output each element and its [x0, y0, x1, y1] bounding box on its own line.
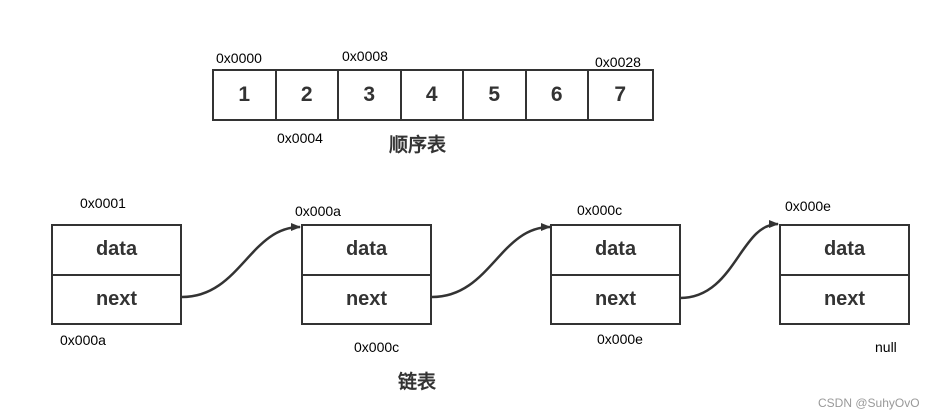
array-cell: 4 [402, 71, 464, 119]
address-label-cell-2: 0x0004 [277, 130, 323, 146]
node-data-field: data [53, 226, 180, 276]
watermark: CSDN @SuhyOvO [818, 396, 920, 410]
array-cell: 6 [527, 71, 589, 119]
linked-list-node-3: data next [550, 224, 681, 325]
node-next-field: next [95, 287, 138, 310]
node-3-next-value: 0x000e [597, 331, 643, 347]
linked-list-node-1: data next [51, 224, 182, 325]
node-2-address: 0x000a [295, 203, 341, 219]
array-cell: 3 [339, 71, 402, 119]
address-label-cell-1: 0x0000 [216, 50, 262, 66]
node-4-next-value: null [875, 339, 897, 355]
node-2-next-value: 0x000c [354, 339, 400, 355]
array-cell: 5 [464, 71, 527, 119]
node-data-field: data [781, 226, 908, 276]
node-1-address: 0x0001 [80, 195, 126, 211]
node-next-field: next [345, 287, 388, 310]
address-label-cell-3: 0x0008 [342, 48, 388, 64]
linked-list-node-2: data next [301, 224, 432, 325]
node-4-address: 0x000e [785, 198, 831, 214]
sequential-list-title: 顺序表 [389, 134, 447, 156]
arrow-node2-to-node3 [431, 223, 551, 299]
node-next-field: next [823, 287, 866, 310]
linked-list-title: 链表 [398, 371, 437, 393]
node-1-next-value: 0x000a [60, 332, 106, 348]
node-data-field: data [303, 226, 430, 276]
array-cell: 7 [614, 83, 627, 106]
linked-list-node-4: data next [779, 224, 910, 325]
arrow-node3-to-node4 [679, 220, 779, 300]
arrow-node1-to-node2 [181, 223, 301, 299]
sequential-list-array: 1 2 3 4 5 6 7 [212, 69, 654, 121]
node-next-field: next [594, 287, 637, 310]
array-cell: 1 [214, 71, 277, 119]
array-cell: 2 [277, 71, 339, 119]
address-label-cell-7: 0x0028 [595, 54, 641, 70]
node-3-address: 0x000c [577, 202, 623, 218]
node-data-field: data [552, 226, 679, 276]
